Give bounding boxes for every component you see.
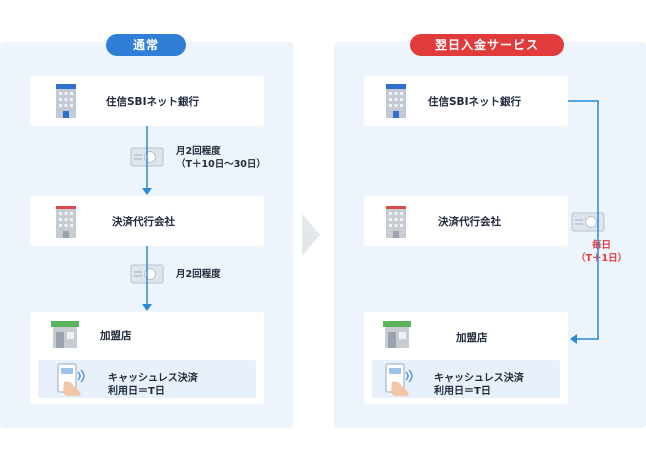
store-icon bbox=[51, 321, 79, 348]
arrowhead-3 bbox=[570, 334, 577, 344]
cashless-line1: キャッシュレス決済 bbox=[108, 373, 198, 384]
normal-badge: 通常 bbox=[106, 34, 186, 56]
payment-agent-card-normal: 決済代行会社 bbox=[30, 196, 264, 246]
bank-card-next-day: 住信SBIネット銀行 bbox=[364, 76, 568, 126]
payout-line1: 毎日 bbox=[592, 240, 612, 251]
cashless-box-normal: キャッシュレス決済 利用日＝T日 bbox=[38, 360, 256, 398]
office-building-icon bbox=[56, 206, 76, 238]
cashless-box-next-day: キャッシュレス決済 利用日＝T日 bbox=[372, 360, 560, 398]
payout-note: 毎日 （T＋1日） bbox=[576, 239, 627, 265]
payment-agent-card-next-day: 決済代行会社 bbox=[364, 196, 568, 246]
payment-agent-label: 決済代行会社 bbox=[438, 216, 501, 228]
cashless-line2: 利用日＝T日 bbox=[434, 386, 491, 397]
payout-line2: （T＋1日） bbox=[576, 253, 628, 264]
bank-label: 住信SBIネット銀行 bbox=[428, 96, 521, 108]
merchant-label: 加盟店 bbox=[456, 332, 488, 344]
merchant-label: 加盟店 bbox=[100, 330, 132, 342]
bank-label: 住信SBIネット銀行 bbox=[106, 96, 199, 108]
merchant-card-normal: 加盟店 キャッシュレス決済 利用日＝T日 bbox=[30, 312, 264, 404]
step2-note: 月2回程度 bbox=[176, 268, 221, 281]
step1-line2: （T＋10日〜30日） bbox=[176, 159, 266, 170]
next-day-badge: 翌日入金サービス bbox=[410, 34, 564, 56]
step1-note: 月2回程度 （T＋10日〜30日） bbox=[176, 145, 266, 171]
building-icon bbox=[56, 84, 76, 118]
office-building-icon bbox=[386, 206, 406, 238]
step2-label: 月2回程度 bbox=[176, 269, 221, 280]
tap-to-pay-icon bbox=[385, 363, 413, 396]
payment-agent-label: 決済代行会社 bbox=[112, 216, 175, 228]
step1-line1: 月2回程度 bbox=[176, 146, 221, 157]
chevron-right-icon bbox=[302, 214, 320, 256]
store-icon bbox=[383, 321, 411, 348]
cashless-line2: 利用日＝T日 bbox=[108, 386, 165, 397]
tap-to-pay-icon bbox=[57, 363, 85, 396]
arrowhead-1 bbox=[142, 188, 152, 195]
building-icon bbox=[386, 84, 406, 118]
banknote-icon bbox=[571, 212, 605, 232]
arrowhead-2 bbox=[142, 304, 152, 311]
bank-card-normal: 住信SBIネット銀行 bbox=[30, 76, 264, 126]
cashless-line1: キャッシュレス決済 bbox=[434, 373, 524, 384]
arrow-bank-to-merchant-direct bbox=[568, 100, 599, 340]
merchant-card-next-day: 加盟店 キャッシュレス決済 利用日＝T日 bbox=[364, 312, 568, 404]
